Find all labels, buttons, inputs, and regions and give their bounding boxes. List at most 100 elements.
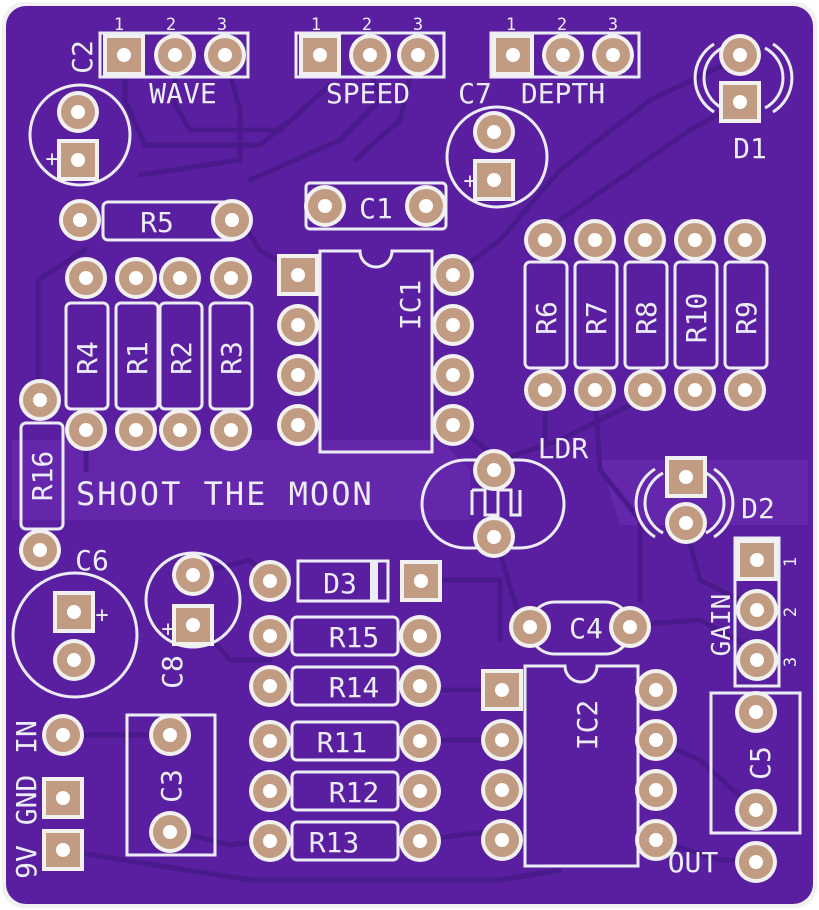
pads — [19, 34, 778, 883]
cap-c8: C8 + — [144, 551, 242, 689]
label-r14: R14 — [329, 671, 380, 704]
label-r15: R15 — [329, 621, 380, 654]
label-d2: D2 — [741, 492, 775, 525]
solder-pad — [473, 516, 515, 558]
label-r2: R2 — [165, 341, 198, 375]
solder-pad — [719, 34, 761, 76]
pin-number-2: 2 — [166, 15, 176, 35]
solder-pad — [405, 185, 447, 227]
resistor-r15: R15 — [290, 615, 400, 657]
solder-pad — [665, 502, 707, 544]
label-c6: C6 — [75, 544, 109, 577]
pin-number-3: 3 — [781, 657, 801, 667]
label-r12: R12 — [329, 776, 380, 809]
solder-pad — [592, 34, 634, 76]
label-speed: SPEED — [326, 77, 410, 110]
solder-pad — [399, 820, 441, 862]
label-r1: R1 — [121, 341, 154, 375]
solder-pad — [57, 91, 99, 133]
solder-pad — [481, 719, 523, 761]
label-d1: D1 — [733, 132, 767, 165]
solder-pad — [154, 34, 196, 76]
solder-pad — [399, 665, 441, 707]
resistor-r8: R8 — [623, 260, 669, 370]
solder-pad — [65, 409, 107, 451]
solder-pad — [210, 257, 252, 299]
cap-c5: C5 — [709, 691, 802, 835]
resistor-r10: R10 — [673, 260, 719, 370]
pin-number-3: 3 — [217, 15, 227, 35]
solder-pad — [249, 820, 291, 862]
solder-pad — [635, 669, 677, 711]
solder-pad — [172, 604, 214, 646]
label-r10: R10 — [680, 293, 713, 344]
solder-pad — [172, 554, 214, 596]
solder-pad — [473, 159, 515, 201]
ic1: IC1 — [318, 249, 434, 454]
solder-pad — [249, 720, 291, 762]
plus-sign: + — [95, 603, 108, 628]
solder-pad — [399, 770, 441, 812]
pin-number-2: 2 — [557, 15, 567, 35]
solder-pad — [400, 560, 442, 602]
solder-pad — [481, 769, 523, 811]
label-gain: GAIN — [707, 594, 737, 657]
label-depth: DEPTH — [521, 77, 605, 110]
resistor-r11: R11 — [290, 720, 400, 762]
header-depth: 1 2 3 DEPTH — [489, 15, 641, 110]
label-r8: R8 — [630, 301, 663, 335]
solder-pad — [399, 615, 441, 657]
board-title: SHOOT THE MOON — [76, 475, 374, 513]
label-c5: C5 — [744, 746, 777, 780]
solder-pad — [204, 34, 246, 76]
solder-pad — [624, 369, 666, 411]
solder-pad — [249, 615, 291, 657]
solder-pad — [481, 819, 523, 861]
cap-c2: C2 + — [28, 40, 132, 187]
plus-sign: + — [45, 147, 58, 172]
solder-pad — [609, 606, 651, 648]
pin-number-1: 1 — [781, 557, 801, 567]
diode-d3: D3 — [296, 559, 390, 603]
label-out: OUT — [668, 846, 719, 879]
solder-pad — [159, 257, 201, 299]
solder-pad — [149, 811, 191, 853]
solder-pad — [736, 539, 778, 581]
solder-pad — [397, 34, 439, 76]
solder-pad — [542, 34, 584, 76]
label-r7: R7 — [580, 301, 613, 335]
solder-pad — [42, 829, 84, 871]
solder-pad — [277, 404, 319, 446]
resistor-r14: R14 — [290, 665, 400, 707]
solder-pad — [277, 304, 319, 346]
solder-pad — [624, 219, 666, 261]
solder-pad — [492, 34, 534, 76]
label-d3: D3 — [323, 567, 357, 600]
solder-pad — [635, 819, 677, 861]
label-wave: WAVE — [149, 77, 216, 110]
solder-pad — [399, 720, 441, 762]
label-c2: C2 — [66, 40, 99, 74]
solder-pad — [473, 111, 515, 153]
solder-pad — [574, 369, 616, 411]
solder-pad — [299, 34, 341, 76]
resistor-r2: R2 — [158, 301, 204, 411]
label-c7: C7 — [458, 77, 492, 110]
resistor-r7: R7 — [573, 260, 619, 370]
solder-pad — [719, 81, 761, 123]
solder-pad — [103, 34, 145, 76]
pin-number-1: 1 — [114, 15, 124, 35]
solder-pad — [42, 777, 84, 819]
solder-pad — [19, 529, 61, 571]
resistor-r9: R9 — [723, 260, 769, 370]
label-r16: R16 — [26, 451, 59, 502]
solder-pad — [724, 369, 766, 411]
solder-pad — [249, 665, 291, 707]
label-r13: R13 — [309, 826, 360, 859]
solder-pad — [473, 449, 515, 491]
cap-c6: C6 + — [11, 544, 139, 699]
pin-number-2: 2 — [781, 607, 801, 617]
solder-pad — [115, 257, 157, 299]
solder-pad — [481, 669, 523, 711]
solder-pad — [735, 789, 777, 831]
